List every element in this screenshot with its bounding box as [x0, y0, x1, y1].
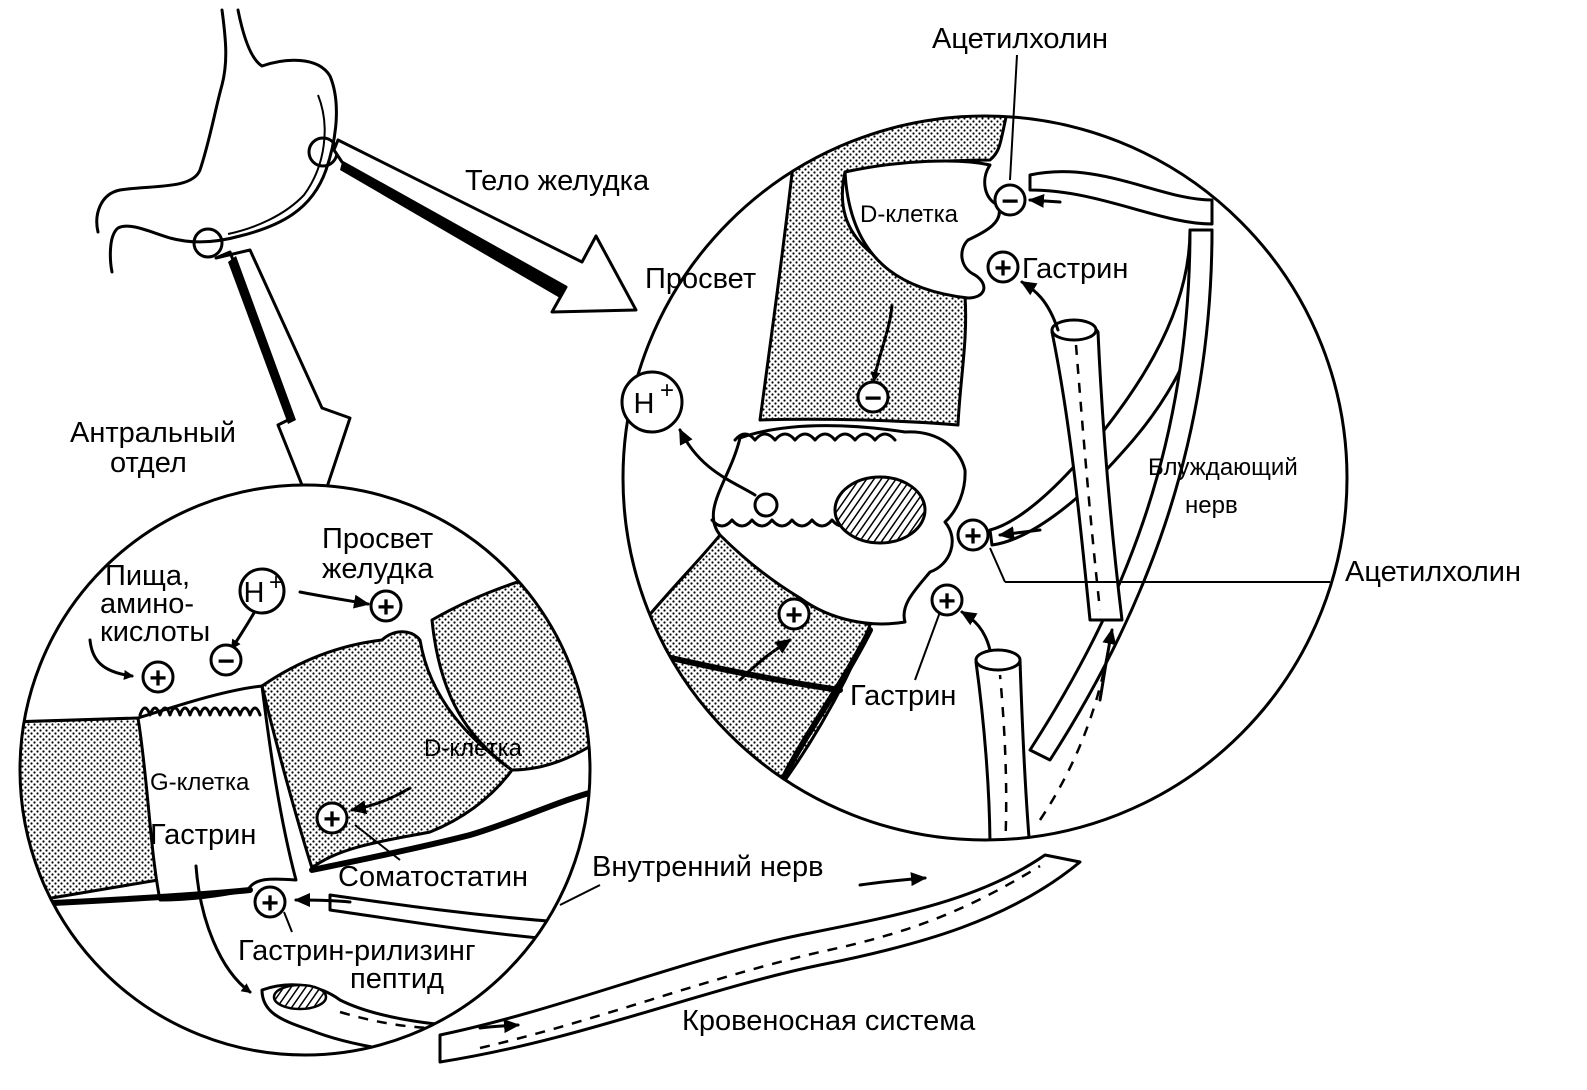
svg-text:+: +: [269, 569, 283, 596]
plus-sign-lumen: +: [369, 589, 403, 624]
label-food-line1: Пища,: [105, 560, 190, 592]
label-acetylcholine-right: Ацетилхолин: [1345, 556, 1521, 588]
h-plus-bubble-antrum: H +: [238, 567, 286, 615]
svg-text:+: +: [660, 377, 674, 404]
label-internal-nerve: Внутренний нерв: [592, 851, 824, 883]
plus-sign-grp: +: [253, 885, 287, 920]
vagus-nerve-trunk: [1028, 228, 1214, 762]
label-d-cell-body: D-клетка: [860, 201, 959, 228]
label-gastrin-antrum: Гастрин: [150, 819, 256, 851]
epithelial-cell-left: [20, 716, 160, 907]
parietal-nucleus: [833, 475, 927, 545]
svg-text:+: +: [323, 803, 341, 836]
signal-arrows: [88, 193, 1117, 1034]
svg-text:H: H: [244, 577, 265, 609]
label-lumen-top: Просвет: [645, 263, 756, 295]
label-lumen-bottom-line2: желудка: [322, 553, 434, 585]
label-somatostatin: Соматостатин: [338, 861, 528, 893]
label-gastrin-top: Гастрин: [1022, 253, 1128, 285]
label-g-cell: G-клетка: [150, 769, 250, 796]
label-acetylcholine-top: Ацетилхолин: [932, 23, 1108, 55]
label-grp-line2: пептид: [350, 963, 444, 995]
minus-sign-h: −: [209, 643, 243, 678]
leader-lines: [283, 54, 1330, 933]
svg-text:−: −: [1001, 185, 1019, 218]
arrow-to-antrum: [214, 248, 352, 522]
label-d-cell-antrum: D-клетка: [424, 735, 523, 762]
minus-sign-acetylcholine: −: [993, 183, 1027, 218]
stomach-outline: [95, 8, 339, 274]
plus-sign-gastrin-top: +: [986, 250, 1020, 285]
svg-text:+: +: [785, 599, 803, 632]
svg-text:+: +: [994, 252, 1012, 285]
antrum-detail-circle: [18, 483, 592, 1057]
plus-sign-gastrin-body: +: [930, 583, 964, 618]
body-detail-circle: [621, 114, 1349, 842]
plus-sign-lower-cell: +: [777, 597, 811, 632]
antrum-detail: [20, 485, 590, 1055]
plus-sign-somatostatin: +: [315, 801, 349, 836]
svg-text:H: H: [634, 388, 655, 420]
label-circulation: Кровеносная система: [682, 1005, 976, 1037]
svg-text:+: +: [938, 585, 956, 618]
sign-markers: + − + + + − + − + + +: [141, 183, 1027, 920]
label-grp-line1: Гастрин-рилизинг: [238, 935, 476, 967]
label-body-of-stomach: Тело желудка: [465, 165, 650, 197]
antrum-sample-marker: [192, 227, 224, 259]
g-cell-microvilli: [138, 706, 262, 717]
circulation-vessel: [438, 853, 1082, 1064]
proton-pump-site: [753, 492, 779, 518]
minus-sign-somatostatin-body: −: [856, 380, 890, 415]
plus-sign-food: +: [141, 660, 175, 695]
svg-text:+: +: [261, 887, 279, 920]
vagus-nerve-branch-top: [1028, 170, 1214, 226]
label-lumen-bottom-line1: Просвет: [322, 523, 433, 555]
svg-text:+: +: [964, 520, 982, 553]
label-food-line2: амино-: [100, 588, 194, 620]
label-food-line3: кислоты: [100, 616, 210, 648]
labels: Тело желудка Антральный отдел Просвет Пр…: [70, 23, 1521, 1037]
svg-text:−: −: [864, 382, 882, 415]
arrow-to-body: [332, 138, 638, 314]
svg-text:+: +: [377, 591, 395, 624]
h-plus-bubble-body: H +: [620, 370, 684, 434]
label-vagus-line1: Блуждающий: [1148, 454, 1298, 481]
label-gastrin-body: Гастрин: [850, 680, 956, 712]
label-vagus-line2: нерв: [1185, 492, 1238, 519]
label-antrum-line1: Антральный: [70, 417, 236, 449]
svg-text:−: −: [217, 645, 235, 678]
label-antrum-line2: отдел: [110, 447, 187, 479]
d-cell-body: [843, 159, 1001, 300]
plus-sign-acetylcholine: +: [956, 518, 990, 553]
svg-text:+: +: [149, 662, 167, 695]
g-cell: [136, 684, 298, 902]
